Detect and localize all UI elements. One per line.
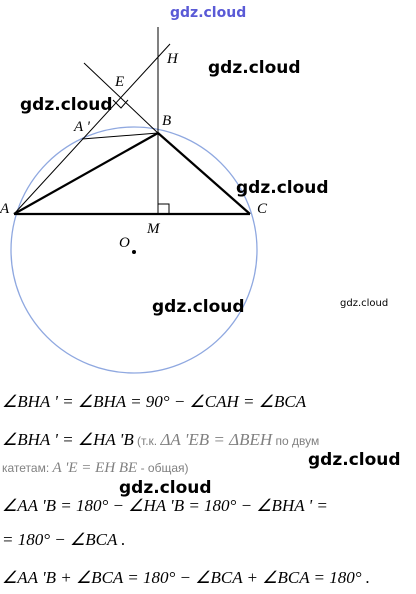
equation-line-2-note-b: по двум [272,434,320,448]
label-b: B [162,113,171,129]
label-o: O [119,235,130,251]
equation-line-2-math: ΔA 'EB = ΔBEH [160,430,273,449]
label-e: E [114,74,124,90]
equation-line-6: ∠AA 'B + ∠BCA = 180° − ∠BCA + ∠BCA = 180… [2,568,371,587]
watermark: gdz.cloud [208,58,301,78]
equation-line-2: ∠BHA ' = ∠HA 'B (т.к. ΔA 'EB = ΔBEH по д… [2,430,319,450]
watermark: gdz.cloud [152,297,245,317]
right-angle-e [112,99,129,109]
equation-line-3-note-a: катетам: [2,461,53,475]
equation-line-5: = 180° − ∠BCA . [2,530,126,549]
center-point-o [132,250,136,254]
label-a: A [0,201,10,217]
equation-line-2-note-a: (т.к. [133,434,161,448]
equation-line-3: катетам: A 'E = EH BE - общая) [2,460,189,477]
watermark: gdz.cloud [308,450,401,470]
equation-line-3-note-b: - общая) [137,461,189,475]
watermark-top: gdz.cloud [170,5,246,21]
circumcircle [10,126,258,374]
label-c: C [257,201,268,217]
watermark: gdz.cloud [236,178,329,198]
label-a-prime: A ' [73,119,91,135]
label-h: H [166,51,179,67]
label-m: M [146,221,161,237]
equation-line-3-math: A 'E = EH BE [52,460,138,476]
side-ab [13,132,159,215]
right-angle-m [158,203,170,214]
equation-line-4: ∠AA 'B = 180° − ∠HA 'B = 180° − ∠BHA ' = [2,496,328,515]
arc-a-prime-b [81,132,159,140]
line-a-h [13,43,171,215]
line-e-b [83,62,161,136]
equation-line-2-main: ∠BHA ' = ∠HA 'B [2,430,134,449]
watermark: gdz.cloud [20,95,113,115]
watermark: gdz.cloud [119,478,212,498]
equation-line-1: ∠BHA ' = ∠BHA = 90° − ∠CAH = ∠BCA [2,392,307,411]
side-bc [157,132,251,215]
watermark-small: gdz.cloud [340,298,388,309]
